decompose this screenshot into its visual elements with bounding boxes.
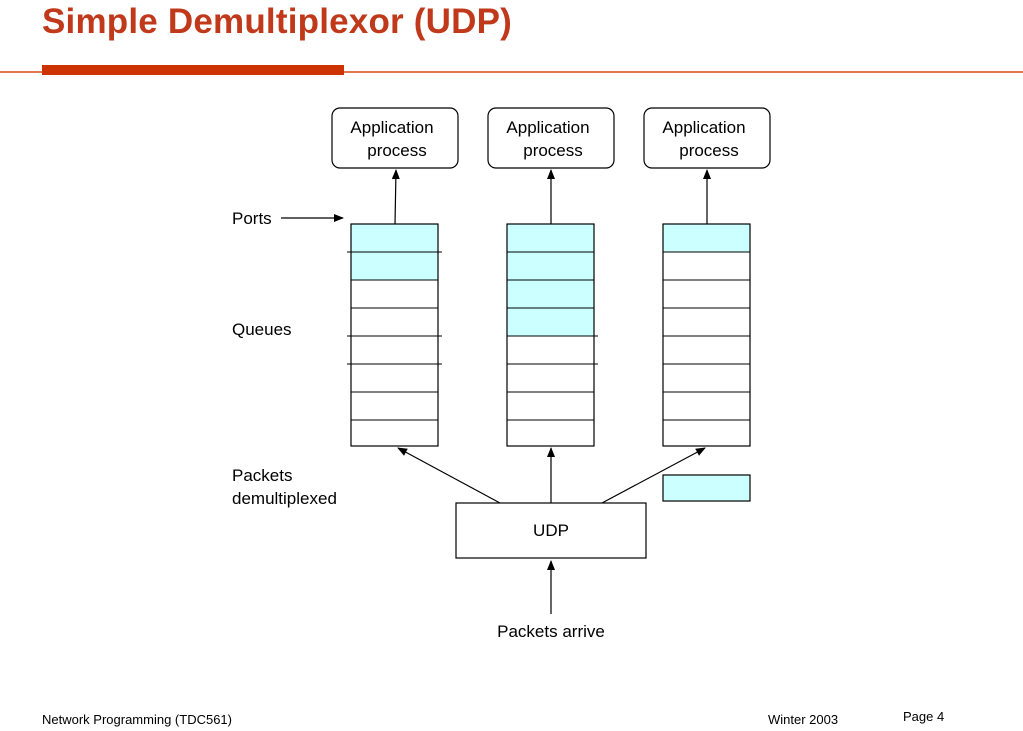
packets-demux-line2: demultiplexed: [232, 489, 337, 508]
queue-slot-filled: [507, 224, 594, 252]
queue-to-app-arrow-1: [391, 169, 400, 225]
footer-page: Page 4: [903, 709, 945, 724]
queue-slot-filled: [351, 224, 438, 252]
app-process-label-2: Application process: [488, 116, 608, 162]
queue-outline: [662, 223, 751, 447]
ports-label: Ports: [232, 209, 272, 228]
udp-label: UDP: [533, 521, 569, 540]
app-process-box-1: [331, 107, 459, 169]
queue-1: [347, 223, 442, 447]
queue-3: [662, 223, 751, 447]
queue-slot-filled: [507, 280, 594, 308]
queue-slot-filled: [507, 308, 594, 336]
queue-outline: [506, 223, 595, 447]
incoming-packet: [662, 474, 751, 502]
footer-term: Winter 2003: [768, 712, 839, 727]
app-process-box-3: [643, 107, 771, 169]
packets-demultiplexed-label: Packets demultiplexed: [232, 464, 337, 510]
app-process-line2: process: [367, 141, 427, 160]
app-process-line1: Application: [350, 118, 434, 137]
app-process-line1: Application: [506, 118, 590, 137]
title-accent-bar: [42, 65, 344, 75]
footer-course: Network Programming (TDC561): [42, 712, 232, 727]
app-process-line2: process: [679, 141, 739, 160]
packets-arrive-label: Packets arrive: [497, 622, 605, 641]
queue-slot-filled: [507, 252, 594, 280]
packets-demux-line1: Packets: [232, 466, 293, 485]
queues-label: Queues: [232, 320, 292, 339]
app-process-line1: Application: [662, 118, 746, 137]
slide-title: Simple Demultiplexor (UDP): [42, 2, 512, 41]
queue-outline: [350, 223, 439, 447]
app-process-line2: process: [523, 141, 583, 160]
title-rule: [0, 71, 1023, 73]
udp-to-queue-arrow-3: [601, 447, 706, 504]
queue-slot-filled: [351, 252, 438, 280]
udp-box: [455, 502, 647, 559]
app-process-label-1: Application process: [332, 116, 452, 162]
queue-slot-filled: [663, 224, 750, 252]
queue-2: [506, 223, 598, 447]
app-process-label-3: Application process: [644, 116, 764, 162]
app-process-box-2: [487, 107, 615, 169]
udp-to-queue-arrow-1: [397, 447, 501, 504]
